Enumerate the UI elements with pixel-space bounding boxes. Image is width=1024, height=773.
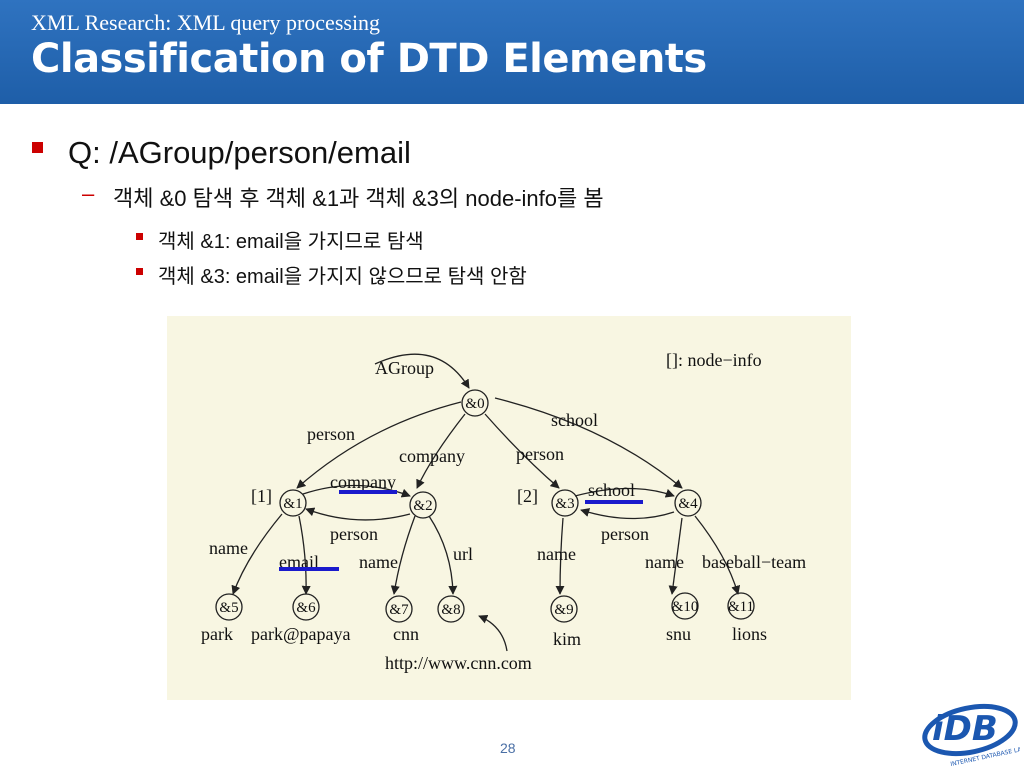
page-number: 28: [500, 740, 516, 756]
highlight-school: [585, 500, 643, 504]
edge-label-name-2-7: name: [359, 552, 398, 572]
slide-header: XML Research: XML query processing Class…: [0, 0, 1024, 104]
node-circle-9: [550, 595, 578, 623]
node-circle-11: [727, 592, 755, 620]
node-info-1: [1]: [251, 486, 272, 506]
edge-4-3: [580, 508, 675, 520]
slide-subtitle: XML Research: XML query processing: [31, 10, 381, 35]
node-3-label: &3: [555, 496, 574, 512]
node-circle-3: [551, 489, 579, 517]
edge-4-11: [694, 515, 741, 595]
edge-label-company-1-2: company: [330, 472, 396, 492]
square-bullet-icon: [136, 268, 143, 275]
edge-0-1: [296, 401, 462, 489]
edge-label-person-4-3: person: [601, 524, 649, 544]
square-bullet-icon: [32, 142, 43, 153]
edge-label-name-1-5: name: [209, 538, 248, 558]
edge-label-person-2-1: person: [330, 524, 378, 544]
node-0-label: &0: [465, 396, 484, 412]
edge-label-school-3-4: school: [588, 480, 635, 500]
node-4-label: &4: [678, 496, 698, 512]
node-10-label: &10: [672, 599, 699, 615]
node-circle-0: [461, 389, 489, 417]
idb-logo-icon: iDB INTERNET DATABASE LAB: [910, 690, 1024, 768]
edge-2-7: [390, 515, 416, 595]
node-1-label: &1: [283, 496, 302, 512]
slide-title: Classification of DTD Elements: [31, 36, 707, 82]
dtd-graph-diagram: &0 &1 &2 &3 &4 &5 &6 &7 &8 &9 &10 &11 AG…: [167, 316, 851, 700]
node-info-3: [2]: [517, 486, 538, 506]
value-9: kim: [553, 629, 581, 649]
dtd-graph-svg: &0 &1 &2 &3 &4 &5 &6 &7 &8 &9 &10 &11 AG…: [201, 350, 806, 673]
value-6: park@papaya: [251, 624, 351, 644]
logo-text: iDB: [932, 709, 998, 749]
edge-0-4: [494, 397, 683, 489]
node-circle-7: [385, 595, 413, 623]
node-9-label: &9: [554, 602, 573, 618]
edge-root: [374, 353, 470, 389]
edge-3-9: [555, 517, 565, 595]
node-circle-1: [279, 489, 307, 517]
edge-label-baseball-4-11: baseball−team: [702, 552, 806, 572]
dash-bullet-icon: –: [82, 181, 95, 206]
edge-label-person-0-1: person: [307, 424, 355, 444]
edge-3-4: [574, 487, 675, 498]
value-11: lions: [732, 624, 767, 644]
bullet-search-text: 객체 &0 탐색 후 객체 &1과 객체 &3의 node-info를 봄: [113, 186, 604, 211]
bullet-query-text: Q: /AGroup/person/email: [68, 135, 411, 170]
value-5: park: [201, 624, 233, 644]
node-circle-2: [409, 491, 437, 519]
node-circle-10: [671, 592, 699, 620]
edge-1-6: [298, 515, 311, 595]
node-8-label: &8: [441, 602, 460, 618]
edge-1-2: [302, 484, 411, 498]
node-circle-6: [292, 593, 320, 621]
edge-url-note: [478, 614, 508, 652]
edge-2-1: [305, 507, 411, 521]
node-circle-5: [215, 593, 243, 621]
edge-label-url-2-8: url: [453, 544, 473, 564]
node-circle-8: [437, 595, 465, 623]
node-7-label: &7: [389, 602, 409, 618]
value-10: snu: [666, 624, 691, 644]
edge-label-name-4-10: name: [645, 552, 684, 572]
highlight-email: [279, 567, 339, 571]
highlight-company: [339, 490, 397, 494]
node-5-label: &5: [219, 600, 238, 616]
node-circle-4: [674, 489, 702, 517]
edge-label-name-3-9: name: [537, 544, 576, 564]
root-label: AGroup: [375, 358, 434, 378]
edge-label-company-0-2: company: [399, 446, 465, 466]
edge-4-10: [668, 517, 683, 595]
value-8: http://www.cnn.com: [385, 653, 532, 673]
edge-label-person-0-3: person: [516, 444, 564, 464]
edge-label-school-0-4: school: [551, 410, 598, 430]
node-6-label: &6: [296, 600, 316, 616]
value-7: cnn: [393, 624, 419, 644]
node-11-label: &11: [728, 599, 754, 615]
node-2-label: &2: [413, 498, 432, 514]
bullet-object1-text: 객체 &1: email을 가지므로 탐색: [158, 231, 424, 253]
legend-text: []: node−info: [666, 350, 762, 370]
bullet-object3-text: 객체 &3: email을 가지지 않으므로 탐색 안함: [158, 266, 527, 288]
edge-0-3: [484, 413, 560, 489]
edge-2-8: [428, 515, 458, 595]
edge-1-5: [231, 513, 283, 595]
edge-0-2: [416, 413, 466, 489]
square-bullet-icon: [136, 233, 143, 240]
